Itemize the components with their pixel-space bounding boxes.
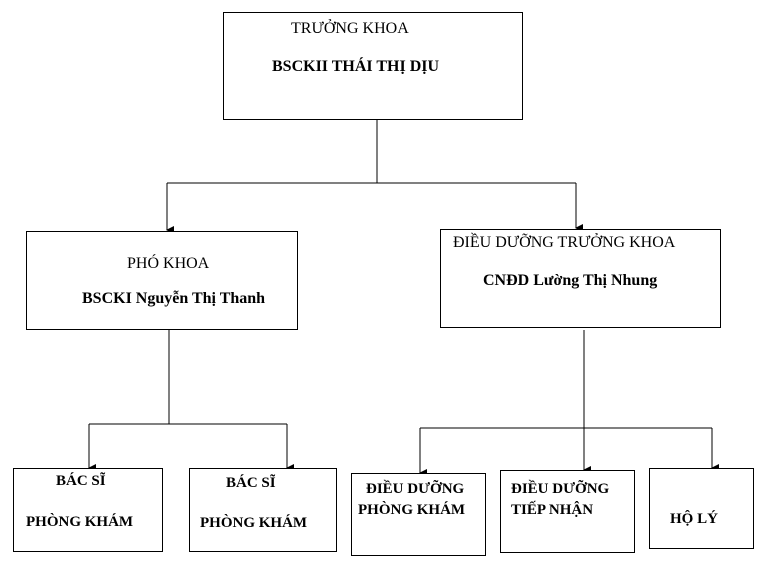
nurse-reception-line1: ĐIỀU DƯỠNG bbox=[511, 481, 610, 497]
doctor-2-line1: BÁC SĨ bbox=[226, 475, 276, 491]
head-nurse-name: CNĐD Lường Thị Nhung bbox=[483, 272, 658, 289]
node-head-nurse: ĐIỀU DƯỠNG TRƯỞNG KHOA CNĐD Lường Thị Nh… bbox=[440, 229, 721, 328]
node-orderly: HỘ LÝ bbox=[649, 468, 754, 549]
nurse-clinic-line2: PHÒNG KHÁM bbox=[358, 502, 466, 518]
node-nurse-reception: ĐIỀU DƯỠNG TIẾP NHẬN bbox=[500, 470, 635, 553]
node-nurse-clinic: ĐIỀU DƯỠNG PHÒNG KHÁM bbox=[351, 473, 486, 556]
head-nurse-title: ĐIỀU DƯỠNG TRƯỞNG KHOA bbox=[453, 234, 676, 251]
doctor-1-line2: PHÒNG KHÁM bbox=[26, 514, 134, 530]
deputy-name: BSCKI Nguyễn Thị Thanh bbox=[82, 290, 266, 307]
nurse-clinic-line1: ĐIỀU DƯỠNG bbox=[366, 481, 465, 497]
deputy-title: PHÓ KHOA bbox=[127, 255, 210, 272]
node-deputy: PHÓ KHOA BSCKI Nguyễn Thị Thanh bbox=[26, 231, 298, 330]
doctor-2-line2: PHÒNG KHÁM bbox=[200, 515, 308, 531]
nurse-reception-line2: TIẾP NHẬN bbox=[511, 502, 594, 518]
node-doctor-2: BÁC SĨ PHÒNG KHÁM bbox=[189, 468, 337, 552]
node-head: TRƯỞNG KHOA BSCKII THÁI THỊ DỊU bbox=[223, 12, 523, 120]
doctor-1-line1: BÁC SĨ bbox=[56, 473, 106, 489]
head-name: BSCKII THÁI THỊ DỊU bbox=[272, 58, 440, 75]
orderly-label: HỘ LÝ bbox=[670, 511, 718, 527]
node-doctor-1: BÁC SĨ PHÒNG KHÁM bbox=[13, 468, 163, 552]
head-title: TRƯỞNG KHOA bbox=[291, 20, 409, 37]
